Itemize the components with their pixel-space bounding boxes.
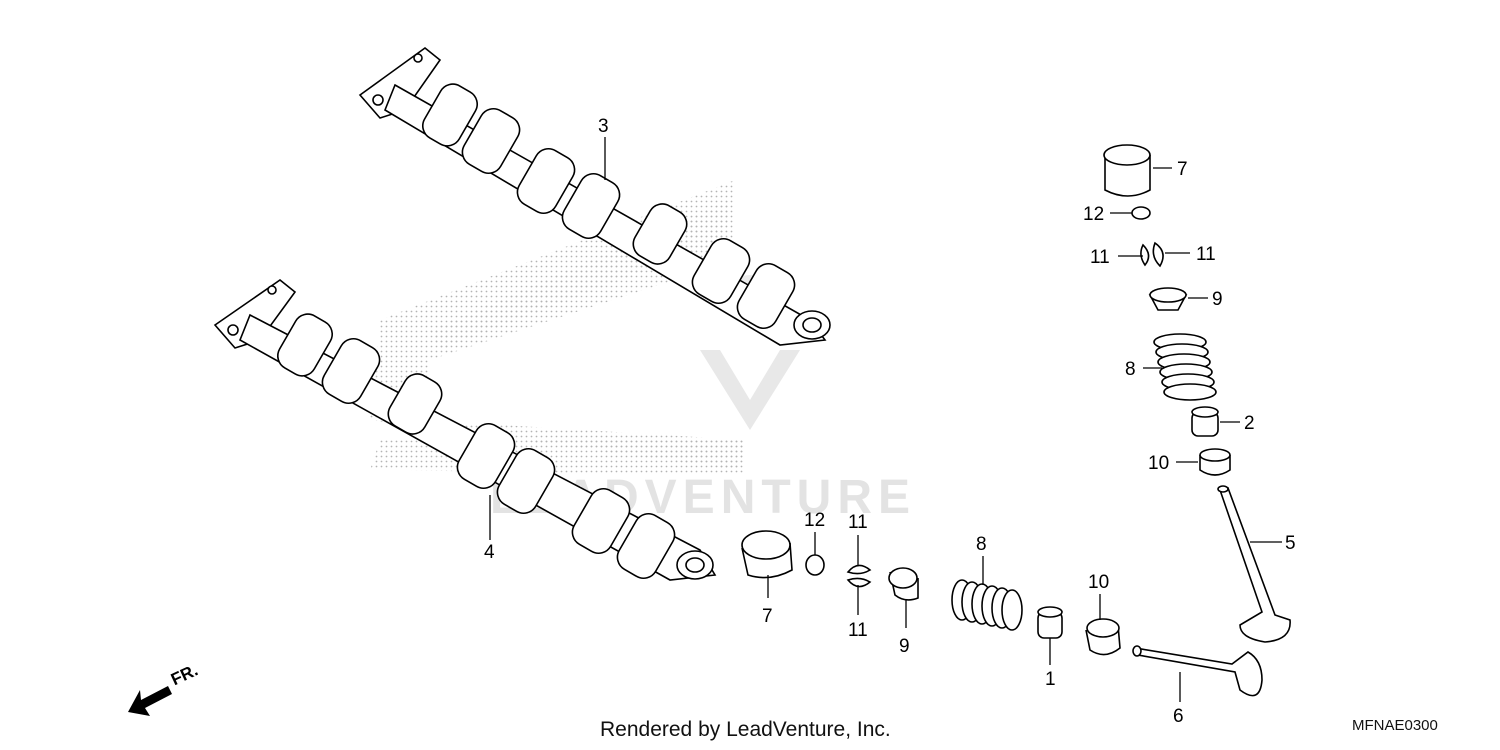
- callout-11-lower-top: 11: [848, 512, 868, 533]
- tappet-upper: [1103, 144, 1151, 197]
- lower-camshaft: [213, 279, 717, 581]
- spring-upper: [1153, 333, 1217, 401]
- cotter-upper: [1140, 241, 1164, 268]
- shim-lower: [805, 554, 825, 576]
- callout-11-upper-right: 11: [1196, 244, 1216, 265]
- callout-12-upper: 12: [1083, 204, 1104, 225]
- callout-8-upper: 8: [1125, 359, 1136, 380]
- cotter-lower: [846, 564, 872, 588]
- callout-8-lower: 8: [976, 534, 987, 555]
- callout-4: 4: [484, 542, 495, 563]
- callout-5: 5: [1285, 533, 1296, 554]
- callout-1: 1: [1045, 669, 1056, 690]
- render-credit: Rendered by LeadVenture, Inc.: [600, 718, 891, 741]
- callout-labels: 3 4 7 12 11 11 9 8 2 10 5 12 11 8 10 7 1…: [484, 116, 1296, 727]
- callout-2: 2: [1244, 413, 1255, 434]
- tappet-lower: [741, 530, 793, 579]
- spring-lower: [951, 579, 1023, 631]
- spring-seat-lower: [1085, 618, 1121, 656]
- callout-12-lower: 12: [804, 510, 825, 531]
- upper-camshaft: [358, 46, 831, 346]
- diagram-code: MFNAE0300: [1352, 717, 1438, 734]
- callout-11-upper-left: 11: [1090, 247, 1110, 268]
- callout-9-lower: 9: [899, 636, 910, 657]
- callout-7-lower: 7: [762, 606, 773, 627]
- retainer-lower: [888, 567, 919, 601]
- callout-6: 6: [1173, 706, 1184, 727]
- callout-11-lower-bottom: 11: [848, 620, 868, 641]
- callout-10-upper: 10: [1148, 453, 1169, 474]
- front-arrow-icon: [128, 686, 172, 716]
- leader-lines: [489, 137, 1282, 702]
- stem-seal-lower: [1037, 606, 1063, 639]
- callout-10-lower: 10: [1088, 572, 1109, 593]
- spring-seat-upper: [1199, 448, 1231, 476]
- callout-9-upper: 9: [1212, 289, 1223, 310]
- valve-lower: [1132, 645, 1263, 697]
- stem-seal-upper: [1191, 406, 1219, 437]
- callout-3: 3: [598, 116, 609, 137]
- callout-7-upper: 7: [1177, 159, 1188, 180]
- retainer-upper: [1148, 287, 1188, 311]
- shim-upper: [1131, 206, 1151, 220]
- valve-upper: [1217, 485, 1291, 643]
